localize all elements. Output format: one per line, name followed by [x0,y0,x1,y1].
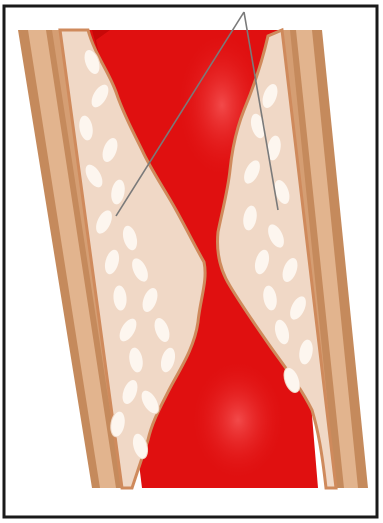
artery-diagram [0,0,383,523]
